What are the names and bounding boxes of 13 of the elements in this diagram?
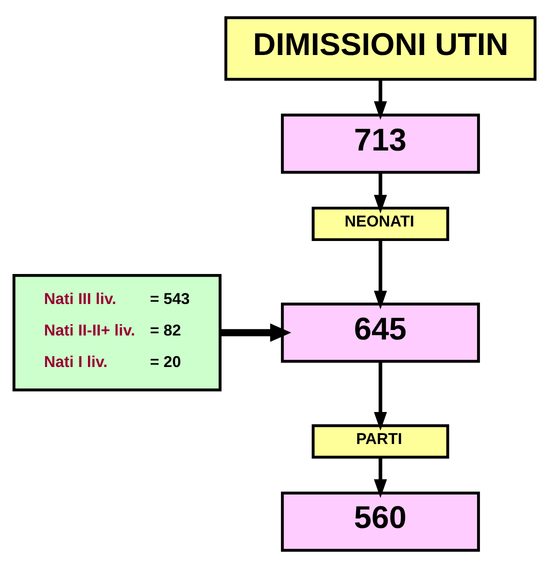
node-box: Nati III liv. = 543 Nati II-II+ liv. = 82 Nati I liv. = 20 xyxy=(12,273,222,391)
arrow xyxy=(374,360,387,430)
node-box: 713 xyxy=(280,113,480,174)
arrow xyxy=(374,172,387,213)
arrow xyxy=(220,322,292,342)
arrow xyxy=(374,457,387,498)
node-box: DIMISSIONI UTIN xyxy=(224,16,536,80)
node-box: PARTI xyxy=(312,424,450,458)
arrow xyxy=(374,240,387,309)
node-box: 560 xyxy=(280,491,480,552)
node-box: 645 xyxy=(280,302,480,362)
node-box: NEONATI xyxy=(312,206,450,241)
arrow xyxy=(374,79,387,120)
